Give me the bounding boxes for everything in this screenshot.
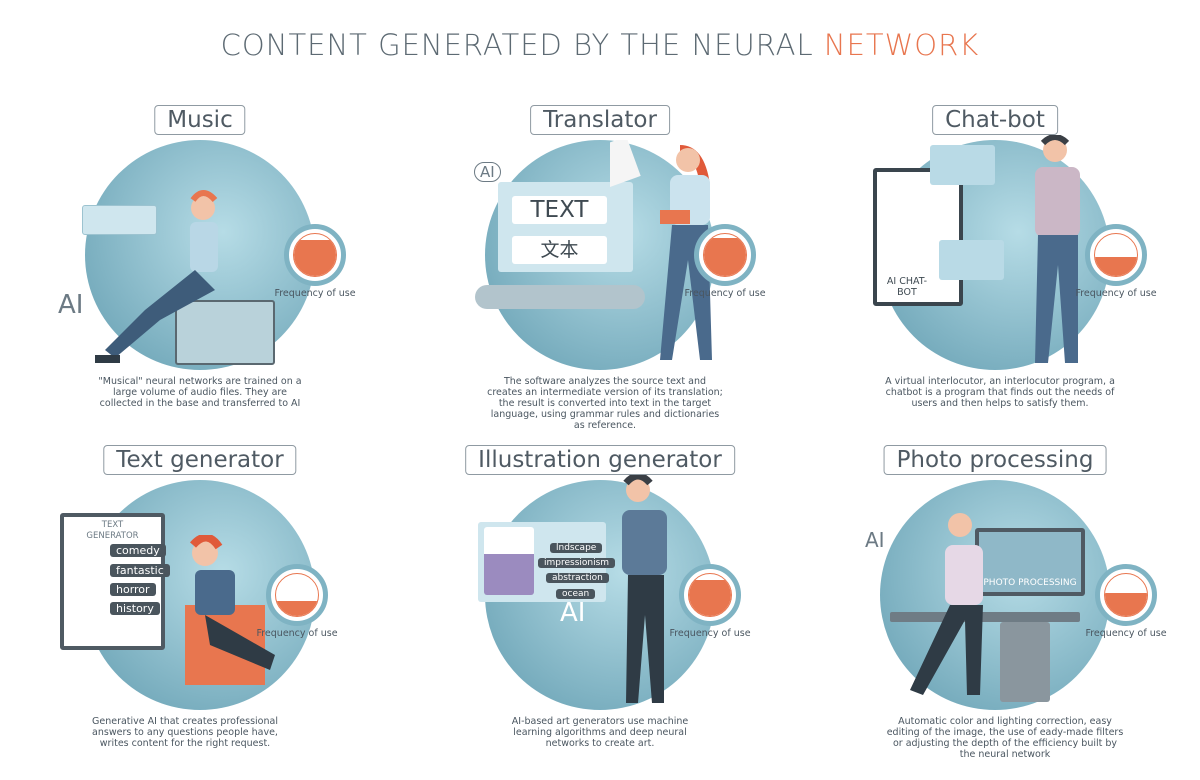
- frequency-fill: [1105, 592, 1147, 616]
- style-tag: lndscape: [550, 543, 603, 553]
- frequency-label: Frequency of use: [669, 628, 751, 639]
- desk-drawers: [1000, 622, 1050, 702]
- genre-tag: horror: [110, 583, 156, 596]
- generated-artwork: [484, 527, 534, 595]
- panel-label: Chat-bot: [932, 105, 1058, 135]
- frequency-label: Frequency of use: [684, 288, 766, 299]
- monitor-label: PHOTO PROCESSING: [983, 578, 1077, 588]
- frequency-label: Frequency of use: [1085, 628, 1167, 639]
- panel-label: Photo processing: [883, 445, 1107, 475]
- panel-description: The software analyzes the source text an…: [487, 376, 723, 431]
- frequency-label: Frequency of use: [274, 288, 356, 299]
- ai-text: AI: [560, 598, 586, 628]
- ai-text: AI: [58, 290, 84, 320]
- genre-tag: history: [110, 602, 160, 615]
- audio-wave-panel: [82, 205, 157, 235]
- frequency-fill: [294, 240, 336, 276]
- person-illustration: [95, 190, 218, 363]
- panel-label: Music: [154, 105, 246, 135]
- frequency-label: Frequency of use: [1075, 288, 1157, 299]
- panel-illustration-generator: Illustration generator lndscape impressi…: [400, 440, 800, 780]
- frequency-gauge: [266, 564, 328, 626]
- style-tag: abstraction: [546, 573, 609, 583]
- frequency-fill: [704, 238, 746, 276]
- style-tag: ocean: [556, 589, 596, 599]
- frequency-fill: [689, 580, 731, 616]
- panel-description: A virtual interlocutor, an interlocutor …: [885, 376, 1115, 409]
- person-illustration: [1035, 135, 1080, 363]
- frequency-fill: [1095, 257, 1137, 276]
- title-highlight: NETWORK: [823, 28, 980, 62]
- panel-description: Generative AI that creates professional …: [92, 716, 278, 749]
- target-text-box: 文本: [512, 236, 607, 264]
- panel-label: Text generator: [103, 445, 297, 475]
- source-text-box: TEXT: [512, 196, 607, 224]
- chat-bubble: [930, 145, 995, 185]
- title-text: CONTENT GENERATED BY THE NEURAL: [220, 28, 824, 62]
- panel-description: Automatic color and lighting correction,…: [886, 716, 1124, 760]
- person-illustration: [185, 535, 275, 685]
- panel-chatbot: Chat-bot AI CHAT-BOT Frequency of use A …: [795, 100, 1195, 440]
- panel-description: AI-based art generators use machine lear…: [511, 716, 689, 749]
- phone-device: [873, 168, 963, 306]
- panel-text-generator: Text generator TEXT GENERATOR comedy fan…: [0, 440, 400, 780]
- panel-photo-processing: Photo processing AI PHOTO PROCESSING Fre…: [795, 440, 1195, 780]
- genre-tag: fantastic: [110, 564, 170, 577]
- ai-text: AI: [865, 528, 885, 552]
- panel-label: Translator: [530, 105, 670, 135]
- chat-bubble: [939, 240, 1004, 280]
- frequency-gauge: [1095, 564, 1157, 626]
- text-generator-screen: [60, 513, 165, 650]
- text-generator-title: TEXT GENERATOR: [86, 520, 139, 541]
- panel-music: Music AI Frequency of use "Musical" neur…: [0, 100, 400, 440]
- frequency-gauge: [1085, 224, 1147, 286]
- person-illustration: [622, 475, 667, 703]
- robot-arm: [475, 285, 645, 309]
- panel-label: Illustration generator: [465, 445, 735, 475]
- panel-translator: Translator AI TEXT 文本 Frequency of use T…: [400, 100, 800, 440]
- person-illustration: [910, 513, 983, 695]
- desk: [890, 612, 1080, 622]
- frequency-gauge: [694, 224, 756, 286]
- genre-tag: comedy: [110, 544, 166, 557]
- frequency-fill: [276, 601, 318, 616]
- mixer-device: [175, 300, 275, 365]
- ai-badge: AI: [474, 162, 501, 182]
- frequency-gauge: [284, 224, 346, 286]
- panel-description: "Musical" neural networks are trained on…: [98, 376, 302, 409]
- page-title: CONTENT GENERATED BY THE NEURAL NETWORK: [0, 28, 1200, 62]
- frequency-label: Frequency of use: [256, 628, 338, 639]
- style-tag: impressionism: [538, 558, 616, 568]
- frequency-gauge: [679, 564, 741, 626]
- device-label: AI CHAT-BOT: [886, 276, 928, 298]
